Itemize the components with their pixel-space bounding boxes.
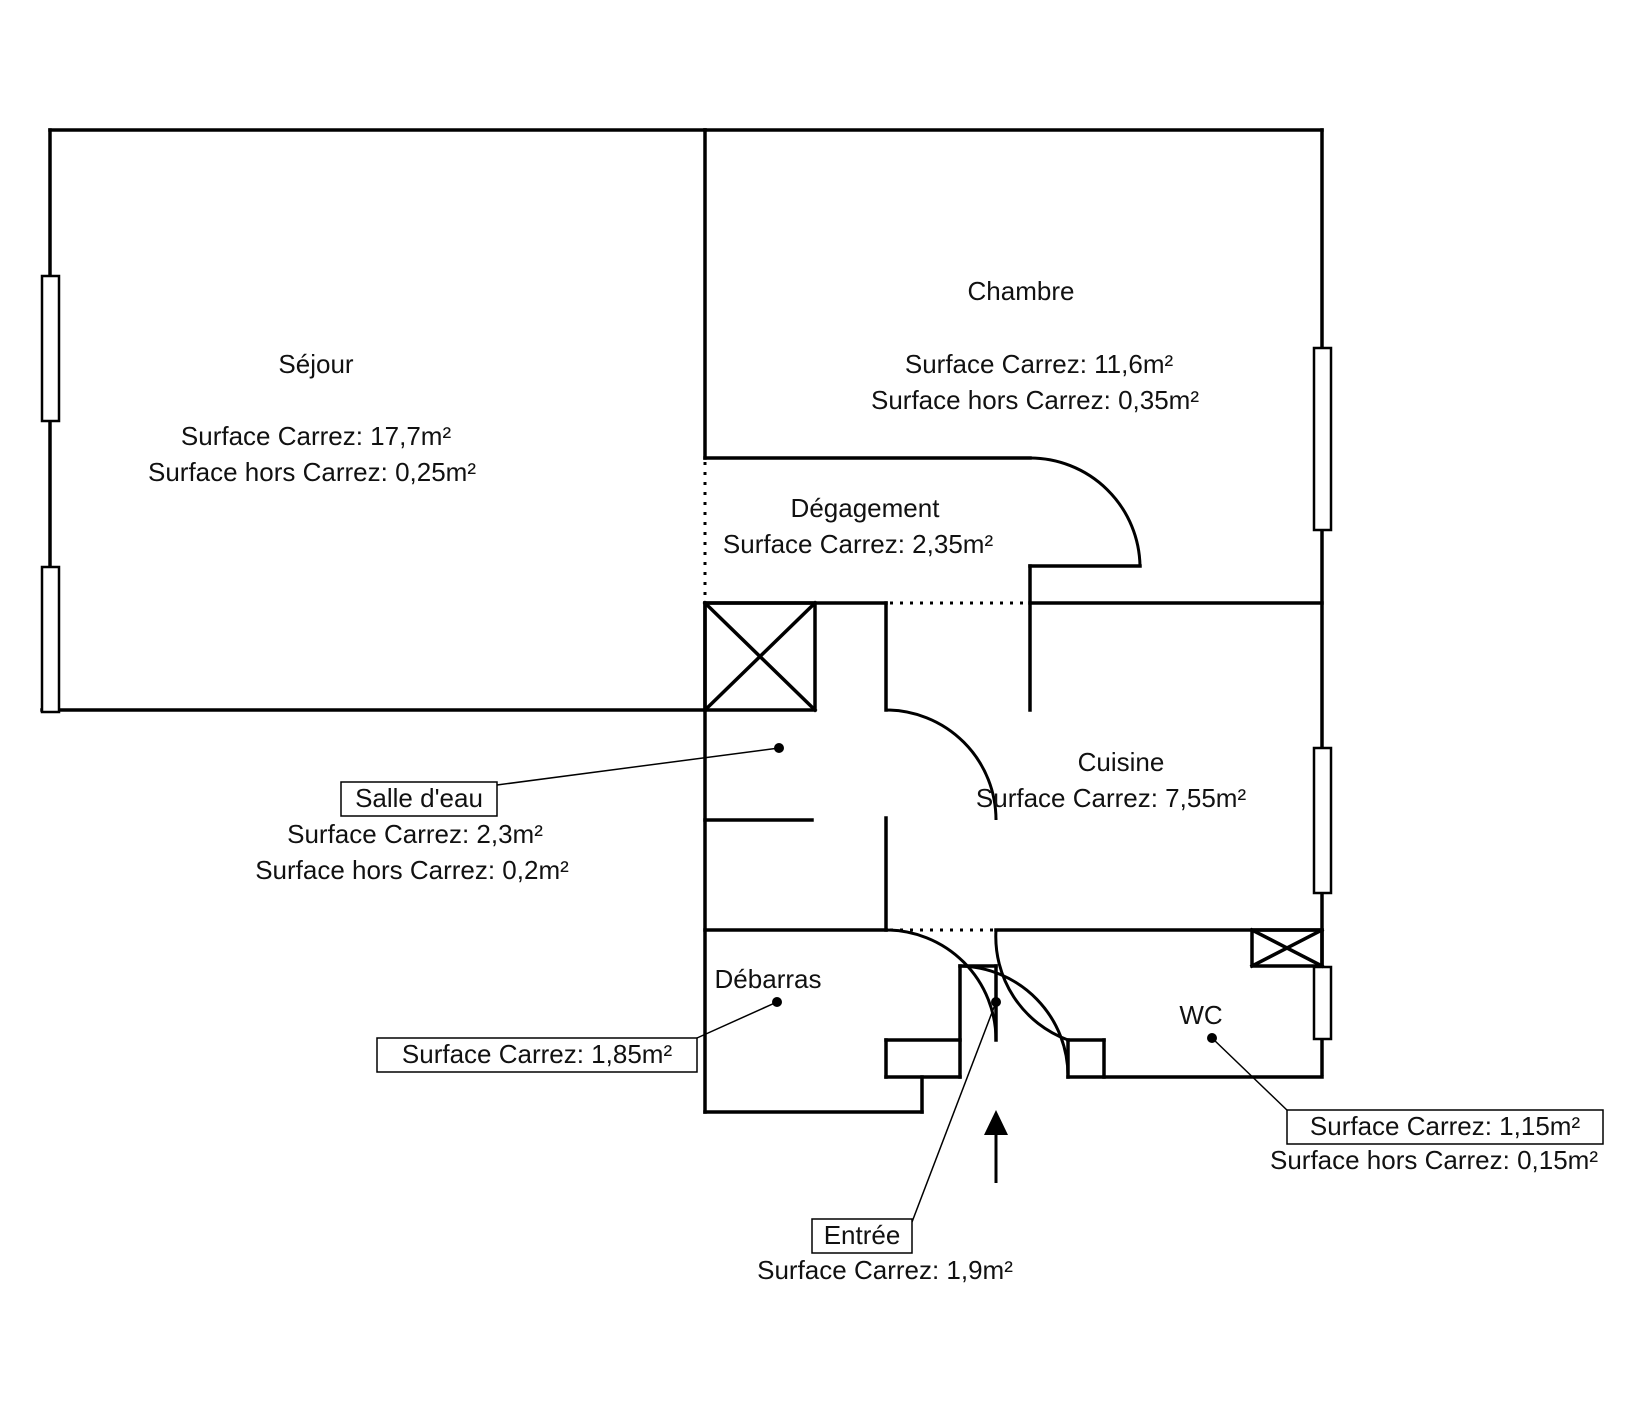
windows	[40, 274, 1333, 1041]
dotted-partitions	[703, 462, 1100, 932]
debarras-carrez: Surface Carrez: 1,85m²	[402, 1039, 673, 1069]
room-labels: Séjour Surface Carrez: 17,7m² Surface ho…	[148, 276, 1598, 1285]
window-sejour-bottom	[40, 565, 61, 714]
doors	[885, 456, 1142, 1078]
degagement-carrez: Surface Carrez: 2,35m²	[723, 529, 994, 559]
entree-carrez: Surface Carrez: 1,9m²	[757, 1255, 1013, 1285]
entree-name: Entrée	[824, 1220, 901, 1250]
walls	[40, 128, 1324, 1114]
salle-eau-carrez: Surface Carrez: 2,3m²	[287, 819, 543, 849]
entrance-arrow-icon	[984, 1110, 1008, 1183]
sejour-name: Séjour	[278, 349, 353, 379]
salle-eau-name: Salle d'eau	[355, 783, 483, 813]
salle-eau-hors-carrez: Surface hors Carrez: 0,2m²	[255, 855, 569, 885]
chambre-hors-carrez: Surface hors Carrez: 0,35m²	[871, 385, 1199, 415]
window-wc	[1312, 965, 1333, 1041]
cuisine-name: Cuisine	[1078, 747, 1165, 777]
wc-carrez: Surface Carrez: 1,15m²	[1310, 1111, 1581, 1141]
door-entree	[959, 964, 1070, 1078]
debarras-name: Débarras	[715, 964, 822, 994]
cuisine-carrez: Surface Carrez: 7,55m²	[976, 783, 1247, 813]
door-wc	[994, 929, 1069, 1042]
wc-hors-carrez: Surface hors Carrez: 0,15m²	[1270, 1145, 1598, 1175]
door-chambre	[1029, 456, 1142, 567]
ventilation-shafts	[702, 600, 1325, 969]
label-boxes	[340, 781, 1604, 1254]
wc-name: WC	[1179, 1000, 1222, 1030]
sejour-hors-carrez: Surface hors Carrez: 0,25m²	[148, 457, 476, 487]
window-chambre	[1312, 346, 1333, 532]
door-debarras	[885, 928, 998, 1041]
sejour-carrez: Surface Carrez: 17,7m²	[181, 421, 452, 451]
window-sejour-top	[40, 274, 61, 423]
degagement-name: Dégagement	[791, 493, 941, 523]
door-salle-eau	[885, 708, 998, 821]
leader-lines	[496, 743, 1291, 1223]
window-cuisine	[1312, 746, 1333, 895]
chambre-carrez: Surface Carrez: 11,6m²	[905, 349, 1174, 379]
chambre-name: Chambre	[968, 276, 1075, 306]
